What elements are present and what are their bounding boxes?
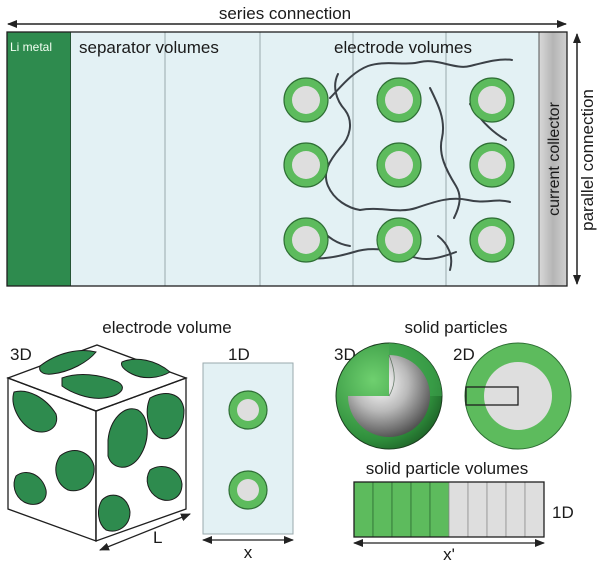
separator-volumes-label: separator volumes bbox=[79, 38, 219, 57]
volumes-1d-label: 1D bbox=[552, 503, 574, 522]
electrode-cube bbox=[6, 344, 188, 542]
cube-length-label: L bbox=[153, 528, 162, 547]
solid-particle-volume-cell bbox=[448, 481, 469, 538]
electrode-particle bbox=[283, 142, 329, 188]
solid-particle-volume-cell bbox=[486, 481, 507, 538]
electrode-particle bbox=[376, 77, 422, 123]
current-collector-label: current collector bbox=[546, 101, 563, 215]
solid-particle-volume-bar bbox=[353, 481, 545, 538]
electrode-particle bbox=[469, 77, 515, 123]
solid-particle-volume-cell bbox=[372, 481, 393, 538]
electrode-volume-title: electrode volume bbox=[102, 318, 231, 337]
solid-particle-volume-cell bbox=[524, 481, 545, 538]
solid-particle-volume-outline bbox=[353, 481, 545, 538]
series-connection-label: series connection bbox=[219, 4, 351, 23]
parallel-connection-label: parallel connection bbox=[578, 89, 597, 231]
li-metal-label: Li metal bbox=[10, 40, 52, 54]
electrode-particle bbox=[469, 142, 515, 188]
solid-particle-volume-cell bbox=[391, 481, 412, 538]
electrode-particle bbox=[469, 217, 515, 263]
electrode-volumes-label: electrode volumes bbox=[334, 38, 472, 57]
solid-particles-title: solid particles bbox=[405, 318, 508, 337]
solid-particle-volume-cell bbox=[410, 481, 431, 538]
electrode-particle bbox=[376, 217, 422, 263]
strip-particle bbox=[228, 390, 268, 430]
sphere-3d-particle bbox=[335, 342, 443, 450]
strip-x-label: x bbox=[244, 543, 253, 562]
electrode-particles bbox=[283, 77, 515, 263]
cube-length-arrow bbox=[99, 513, 191, 551]
li-metal-region bbox=[6, 31, 72, 287]
xprime-label: x' bbox=[443, 545, 455, 563]
solid-particle-volume-cell bbox=[429, 481, 450, 538]
solid-particle-volume-cell bbox=[467, 481, 488, 538]
solid-particle-volume-cell bbox=[505, 481, 526, 538]
solid-particle-volume-cell bbox=[353, 481, 374, 538]
disk-2d-particle bbox=[464, 342, 572, 450]
electrode-particle bbox=[283, 77, 329, 123]
strip-particle bbox=[228, 470, 268, 510]
solid-particle-volumes-title: solid particle volumes bbox=[366, 459, 529, 478]
radial-slice-box bbox=[465, 386, 519, 406]
cube-3d-label: 3D bbox=[10, 345, 32, 364]
disk-2d-label: 2D bbox=[453, 345, 475, 364]
electrode-particle bbox=[376, 142, 422, 188]
cell-outline bbox=[6, 31, 568, 287]
strip-1d-label: 1D bbox=[228, 345, 250, 364]
electrode-particle bbox=[283, 217, 329, 263]
